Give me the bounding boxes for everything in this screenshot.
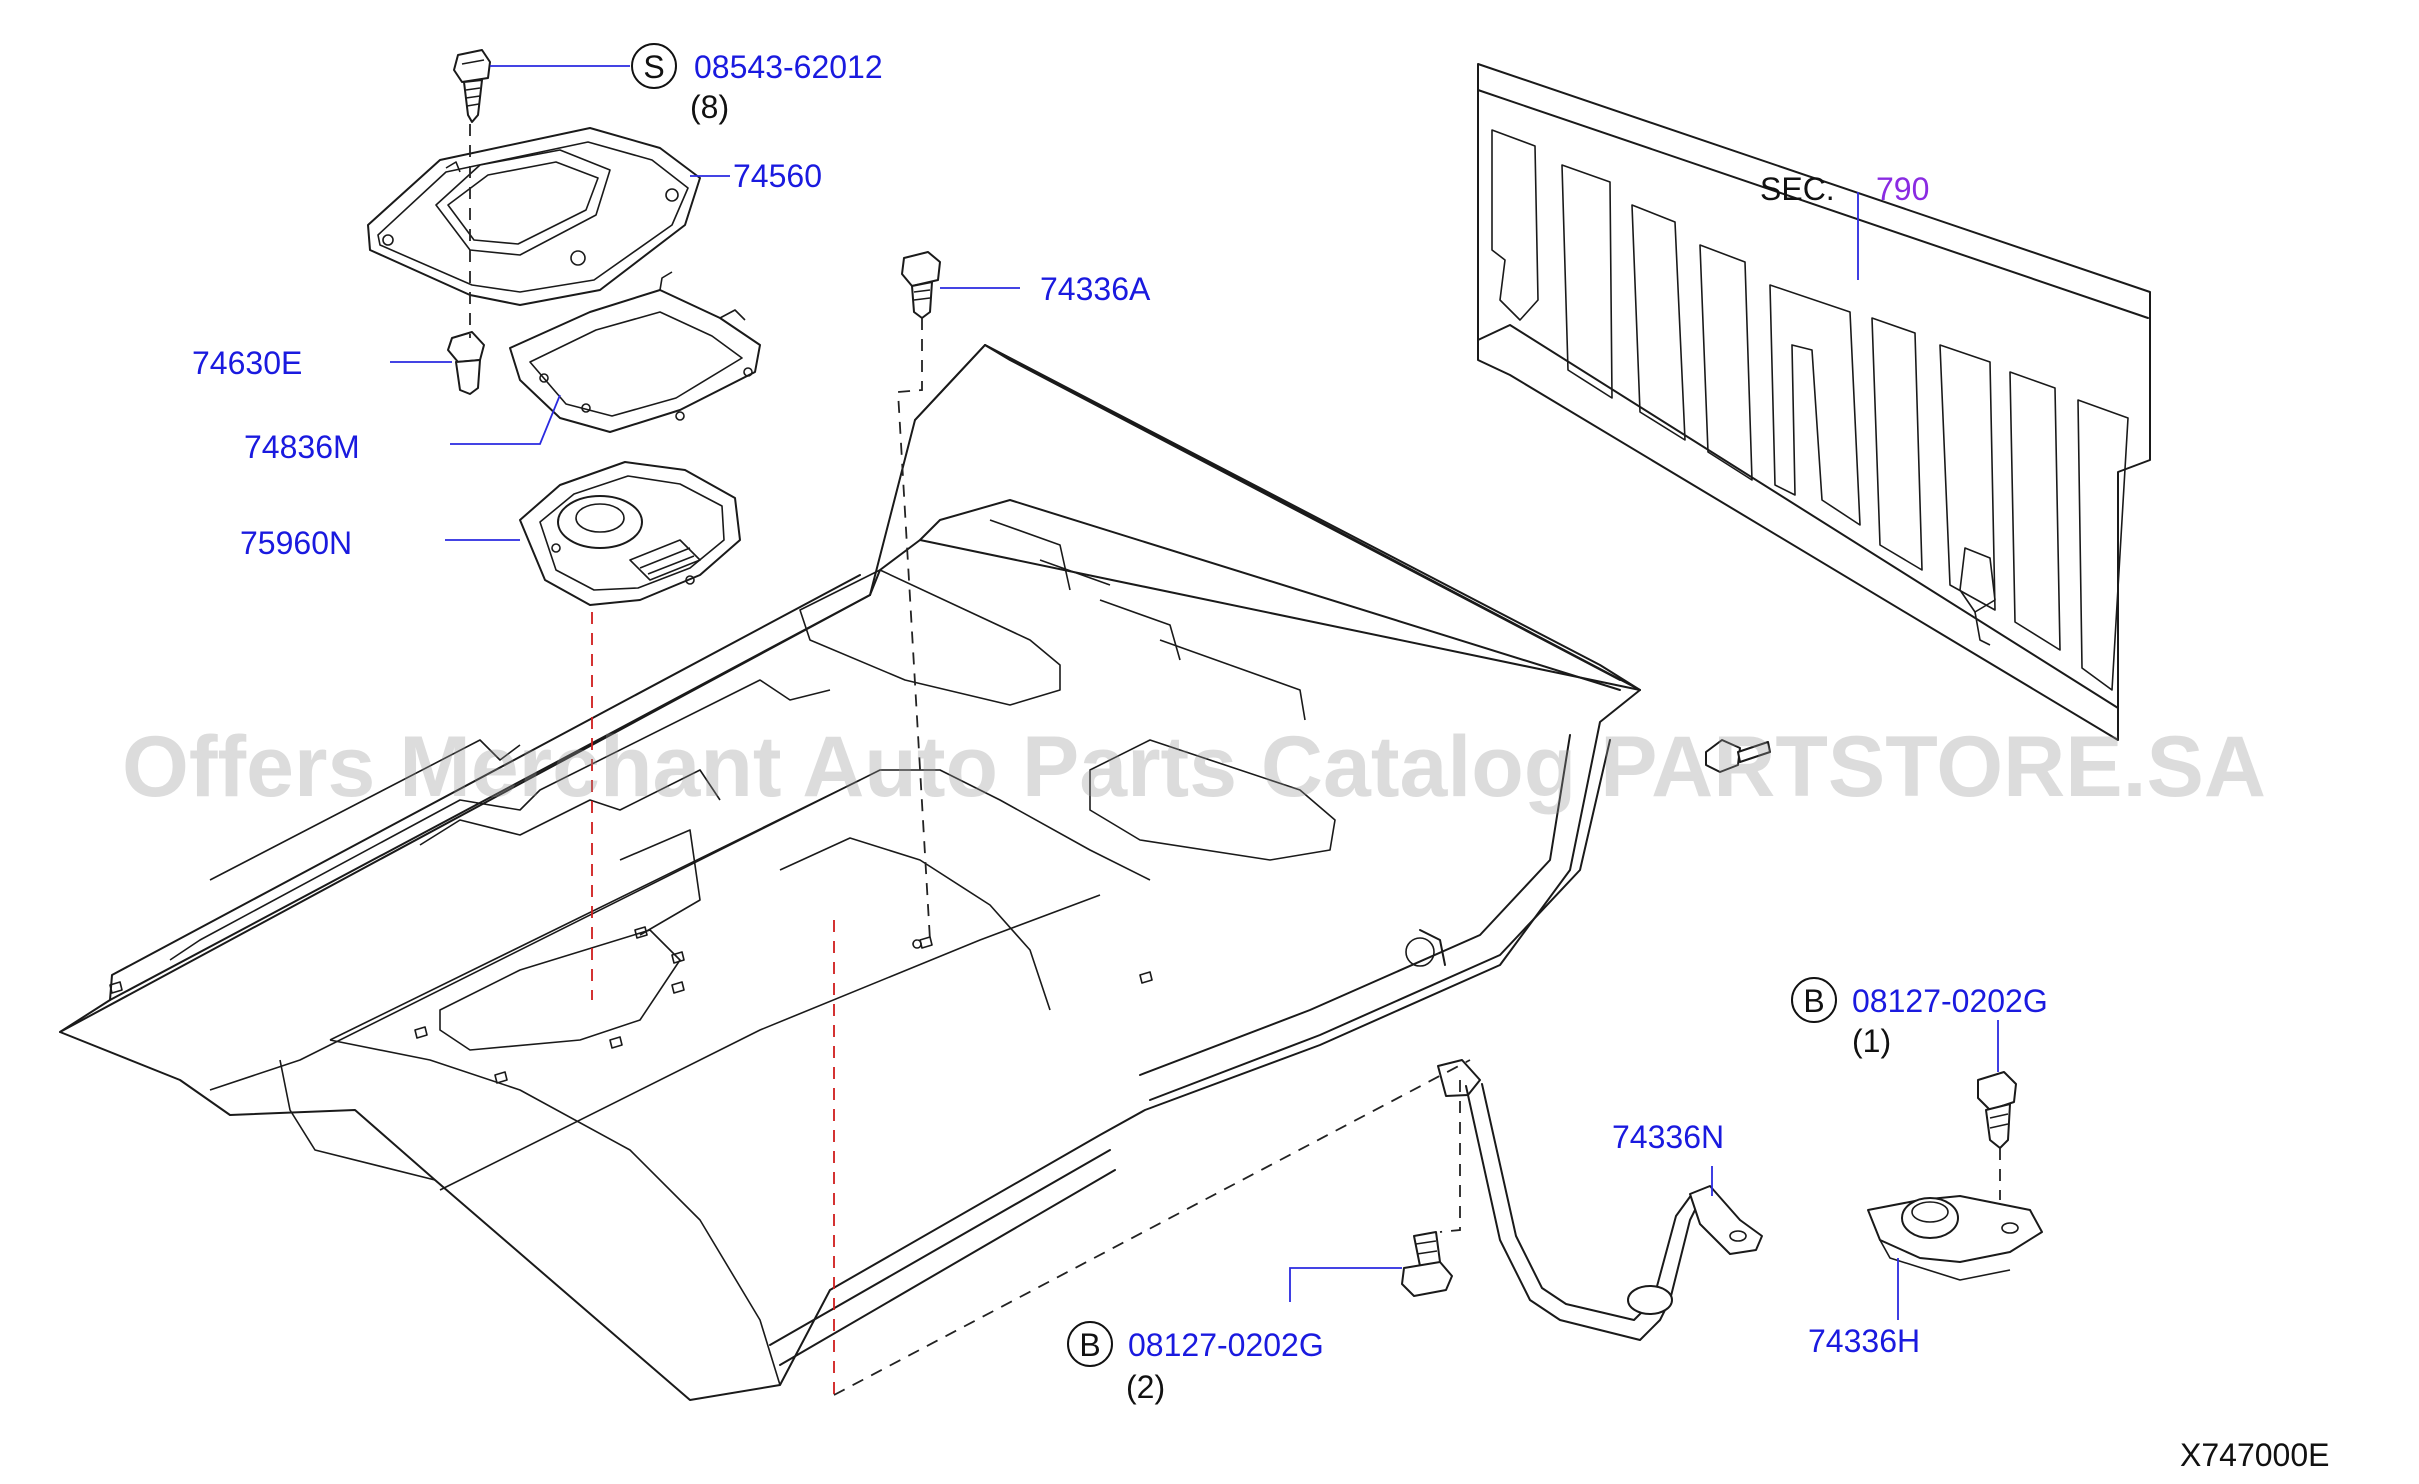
symbol-circle	[1067, 1321, 1113, 1367]
callout-bracket-h[interactable]: 74336H	[1808, 1323, 1920, 1359]
symbol-letter: S	[643, 49, 664, 85]
watermark: Offers Merchant Auto Parts Catalog PARTS…	[122, 719, 2266, 815]
floor-bolt-part	[1705, 739, 1771, 773]
callout-section[interactable]: SEC. 790	[1760, 171, 1929, 207]
floor-panel	[59, 344, 1641, 1401]
symbol-letter: B	[1803, 983, 1824, 1019]
leader-lines	[390, 65, 1999, 1320]
part-number[interactable]: 08543-62012	[694, 49, 883, 85]
callout-cover[interactable]: 74560	[733, 158, 822, 194]
bolt-a-part	[901, 251, 941, 319]
rear-panel	[1477, 63, 2151, 741]
part-number[interactable]: 08127-0202G	[1128, 1327, 1324, 1363]
quantity: (2)	[1126, 1369, 1165, 1405]
cover-part	[367, 127, 701, 306]
bracket-h-part	[1867, 1195, 2043, 1281]
part-number[interactable]: 08127-0202G	[1852, 983, 2048, 1019]
pad-part	[519, 461, 741, 606]
callout-seal[interactable]: 74836M	[244, 429, 360, 465]
seal-part	[509, 271, 761, 433]
bracket-n-part	[1437, 1059, 1763, 1341]
bolt-b-bottom-part	[1401, 1231, 1453, 1297]
callout-clip[interactable]: 74630E	[192, 345, 302, 381]
symbol-circle	[631, 43, 677, 89]
diagram-code: X747000E	[2180, 1437, 2329, 1473]
callout-screw-s[interactable]: S 08543-62012 (8)	[631, 43, 883, 125]
guide-lines	[469, 124, 2001, 1396]
bolt-b-right-part	[1977, 1071, 2017, 1149]
symbol-circle	[1791, 977, 1837, 1023]
callout-pad[interactable]: 75960N	[240, 525, 352, 561]
screw-s-part	[453, 49, 491, 123]
callout-bolt-b-bottom[interactable]: B 08127-0202G (2)	[1067, 1321, 1324, 1405]
callout-bracket-n[interactable]: 74336N	[1612, 1119, 1724, 1155]
section-prefix: SEC.	[1760, 171, 1835, 207]
quantity: (8)	[690, 89, 729, 125]
callout-bolt-b-right[interactable]: B 08127-0202G (1)	[1791, 977, 2048, 1059]
quantity: (1)	[1852, 1023, 1891, 1059]
symbol-letter: B	[1079, 1327, 1100, 1363]
callout-bolt-a[interactable]: 74336A	[1040, 271, 1151, 307]
section-number[interactable]: 790	[1876, 171, 1929, 207]
clip-part	[447, 331, 485, 395]
